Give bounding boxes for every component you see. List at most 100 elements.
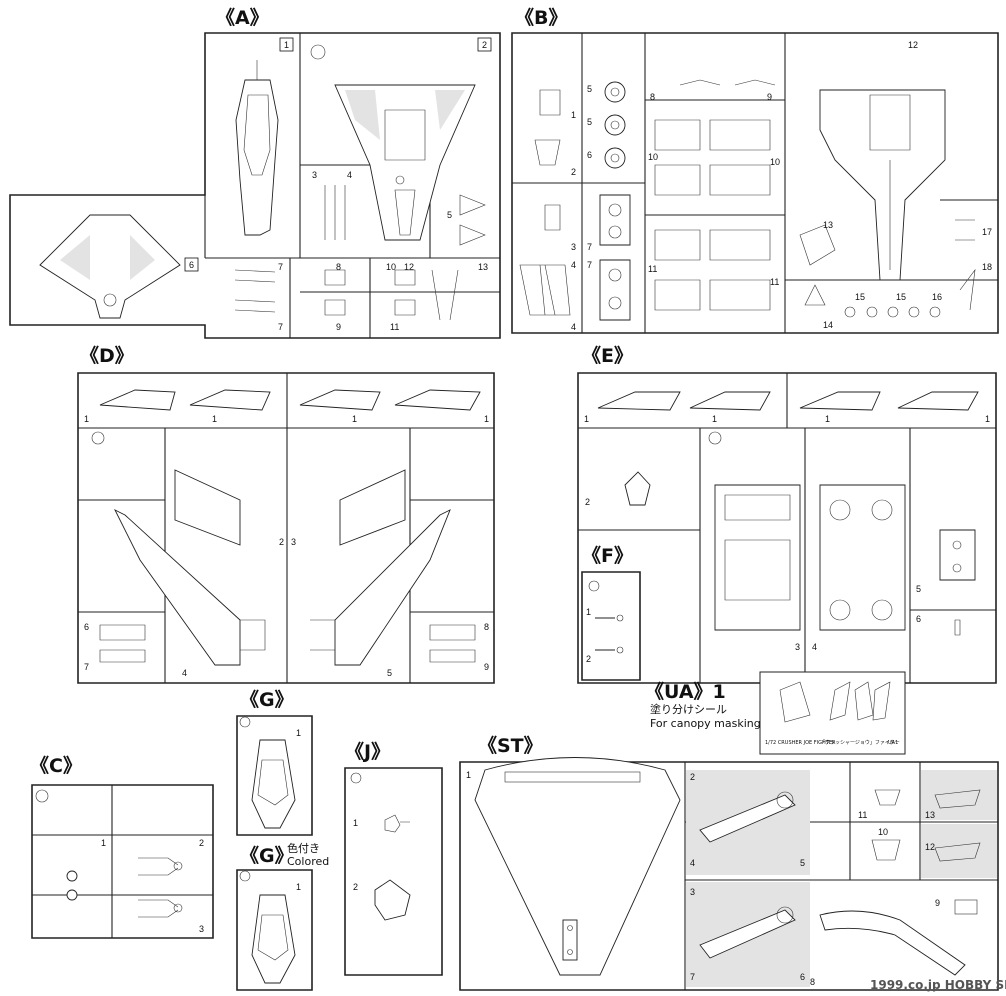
svg-text:11: 11 xyxy=(770,277,779,287)
svg-text:7: 7 xyxy=(278,322,283,332)
svg-text:5: 5 xyxy=(800,858,805,868)
svg-text:10: 10 xyxy=(878,827,888,837)
sprue-g: 《G》 1 xyxy=(236,688,313,836)
svg-text:1: 1 xyxy=(571,110,576,120)
svg-text:2: 2 xyxy=(353,882,358,892)
svg-text:12: 12 xyxy=(925,842,935,852)
sprue-b-numbers: 1 2 3 4 4 5 5 6 7 7 8 9 10 10 11 11 12 1… xyxy=(571,40,992,332)
sprue-g2-colored-en: Colored xyxy=(287,855,329,868)
svg-text:1: 1 xyxy=(101,838,106,848)
svg-text:2: 2 xyxy=(585,497,590,507)
svg-text:13: 13 xyxy=(823,220,833,230)
svg-text:1: 1 xyxy=(84,414,89,424)
svg-text:4: 4 xyxy=(347,170,352,180)
svg-text:1: 1 xyxy=(584,414,589,424)
svg-text:6: 6 xyxy=(84,622,89,632)
svg-text:1: 1 xyxy=(484,414,489,424)
svg-text:15: 15 xyxy=(855,292,865,302)
sprue-g-label: 《G》 xyxy=(240,688,294,711)
svg-text:1: 1 xyxy=(284,40,289,50)
sprue-b-label: 《B》 xyxy=(515,6,567,29)
sprue-ua-label: 《UA》1 xyxy=(645,680,726,703)
svg-text:3: 3 xyxy=(690,887,695,897)
svg-text:9: 9 xyxy=(336,322,341,332)
svg-text:9: 9 xyxy=(484,662,489,672)
svg-text:4: 4 xyxy=(690,858,695,868)
sprue-ua-caption-ja: 塗り分けシール xyxy=(650,702,727,716)
sprue-st: 《ST》 1 2 3 4 5 6 7 xyxy=(459,734,999,991)
sprue-d-label: 《D》 xyxy=(80,344,134,367)
svg-text:11: 11 xyxy=(390,322,399,332)
sprue-g2-colored-ja: 色付き xyxy=(287,841,320,855)
svg-text:7: 7 xyxy=(690,972,695,982)
svg-text:1: 1 xyxy=(212,414,217,424)
svg-text:3: 3 xyxy=(199,924,204,934)
svg-text:1: 1 xyxy=(296,882,301,892)
svg-text:6: 6 xyxy=(800,972,805,982)
svg-text:5: 5 xyxy=(447,210,452,220)
svg-text:8: 8 xyxy=(810,977,815,987)
sprue-e-label: 《E》 xyxy=(582,344,633,367)
svg-text:4: 4 xyxy=(812,642,817,652)
sprue-ua-caption-en: For canopy masking xyxy=(650,717,761,730)
svg-text:UA1: UA1 xyxy=(888,740,898,746)
svg-text:9: 9 xyxy=(767,92,772,102)
svg-text:5: 5 xyxy=(916,584,921,594)
sprue-st-label: 《ST》 xyxy=(478,734,543,757)
svg-text:12: 12 xyxy=(404,262,414,272)
sprue-ua: 《UA》1 塗り分けシール For canopy masking 1/72 CR… xyxy=(645,671,906,755)
svg-text:8: 8 xyxy=(650,92,655,102)
svg-text:7: 7 xyxy=(587,260,592,270)
sprue-a: 《A》 1 2 3 xyxy=(9,6,501,339)
sprue-g2-label: 《G》 xyxy=(240,844,294,867)
svg-text:1: 1 xyxy=(985,414,990,424)
svg-text:17: 17 xyxy=(982,227,992,237)
sprue-f: 《F》 1 2 xyxy=(581,544,641,681)
sprue-g-colored: 《G》 色付き Colored 1 xyxy=(236,841,329,991)
svg-text:11: 11 xyxy=(648,264,657,274)
sprue-j: 《J》 1 2 xyxy=(344,740,443,976)
svg-text:2: 2 xyxy=(199,838,204,848)
svg-text:2: 2 xyxy=(586,654,591,664)
svg-text:1: 1 xyxy=(825,414,830,424)
svg-text:10: 10 xyxy=(770,157,780,167)
svg-text:5: 5 xyxy=(387,668,392,678)
svg-text:8: 8 xyxy=(484,622,489,632)
sprue-d: 《D》 1 1 1 1 2 3 4 5 6 7 xyxy=(77,344,495,684)
sprue-e-numbers: 1 1 1 1 2 3 4 5 6 xyxy=(584,414,990,652)
sprue-d-numbers: 1 1 1 1 2 3 4 5 6 7 8 9 xyxy=(84,414,489,678)
svg-text:3: 3 xyxy=(312,170,317,180)
svg-text:1: 1 xyxy=(352,414,357,424)
svg-text:6: 6 xyxy=(587,150,592,160)
svg-text:3: 3 xyxy=(291,537,296,547)
svg-text:2: 2 xyxy=(279,537,284,547)
svg-text:7: 7 xyxy=(278,262,283,272)
svg-text:6: 6 xyxy=(189,260,194,270)
svg-text:10: 10 xyxy=(648,152,658,162)
svg-text:16: 16 xyxy=(932,292,942,302)
svg-text:「クラッシャージョウ」ファイター: 「クラッシャージョウ」ファイター xyxy=(820,739,900,746)
svg-text:5: 5 xyxy=(587,117,592,127)
svg-text:3: 3 xyxy=(571,242,576,252)
svg-text:8: 8 xyxy=(336,262,341,272)
sprue-j-label: 《J》 xyxy=(345,740,390,763)
svg-text:2: 2 xyxy=(482,40,487,50)
svg-text:1: 1 xyxy=(712,414,717,424)
svg-text:7: 7 xyxy=(84,662,89,672)
svg-text:18: 18 xyxy=(982,262,992,272)
svg-text:14: 14 xyxy=(823,320,833,330)
svg-text:1: 1 xyxy=(296,728,301,738)
svg-text:6: 6 xyxy=(916,614,921,624)
svg-text:11: 11 xyxy=(858,810,867,820)
svg-text:2: 2 xyxy=(690,772,695,782)
sprue-a-label: 《A》 xyxy=(216,6,269,29)
svg-text:15: 15 xyxy=(896,292,906,302)
svg-text:2: 2 xyxy=(571,167,576,177)
sprue-c-label: 《C》 xyxy=(30,754,82,777)
svg-text:9: 9 xyxy=(935,898,940,908)
svg-text:12: 12 xyxy=(908,40,918,50)
svg-text:1: 1 xyxy=(466,770,471,780)
sprue-f-label: 《F》 xyxy=(582,544,633,567)
sprue-a-numbers: 1 2 3 4 5 6 7 7 8 9 10 11 12 13 xyxy=(184,37,492,332)
